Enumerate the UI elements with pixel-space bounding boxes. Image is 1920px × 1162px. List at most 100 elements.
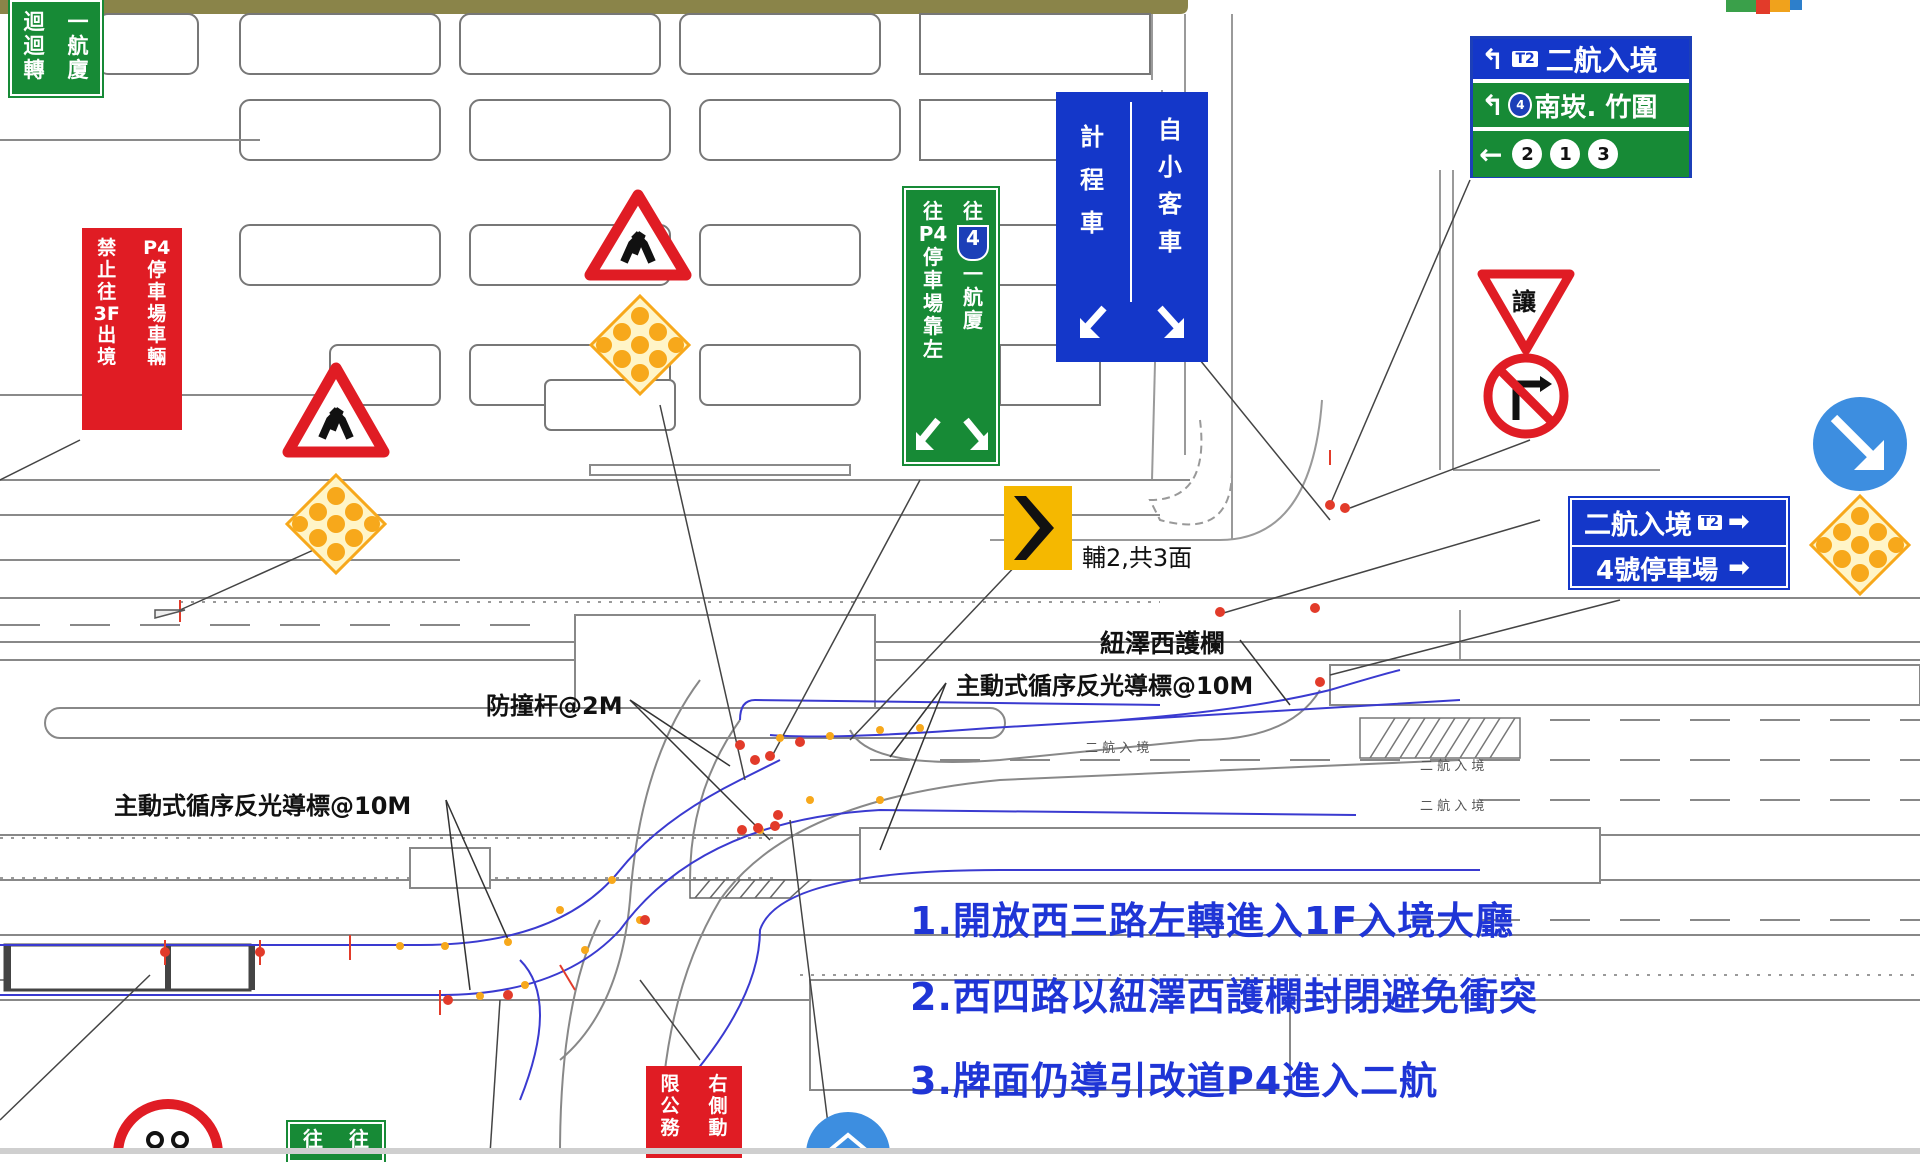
- note-2: 2.西四路以紐澤西護欄封閉避免衝突: [910, 975, 1538, 1019]
- route-badge-icon: 2: [1512, 139, 1543, 169]
- green-sign-char: 場: [923, 291, 943, 315]
- terminal-parking-sign: 二航入境 T2 ➡ 4號停車場 ➡: [1568, 496, 1790, 590]
- u-turn-char: 轉: [23, 58, 45, 83]
- parking-row-text: 4號停車場: [1596, 555, 1719, 586]
- svg-text:二 航 入 境: 二 航 入 境: [1085, 740, 1149, 756]
- u-turn-char: 航: [67, 34, 89, 59]
- red-bottom-char: 側: [708, 1094, 728, 1117]
- svg-text:二 航 入 境: 二 航 入 境: [1420, 798, 1484, 814]
- blue-lane-assignment-sign: 計 程 車 自 小 客 車: [1056, 92, 1208, 362]
- red-sign-bottom: 限 公 務 右 側 動: [646, 1066, 742, 1158]
- route-4-badge-number: 4: [1516, 98, 1525, 112]
- down-arrows-icon: [916, 417, 988, 450]
- lane-char: 自: [1158, 116, 1182, 144]
- red-sign-col-1: 禁 止 往 3F 出 境: [93, 237, 120, 430]
- route-4-shield-icon: 4: [957, 225, 989, 261]
- red-sign-char: 場: [147, 302, 167, 325]
- green-sign-char: P4: [918, 222, 948, 246]
- t2-badge: T2: [1698, 514, 1722, 530]
- red-sign-char: 出: [97, 324, 117, 347]
- red-bottom-char: 動: [708, 1116, 728, 1139]
- red-bottom-char: 務: [660, 1116, 680, 1139]
- t2-badge: T2: [1512, 51, 1538, 67]
- red-no-entry-sign: 禁 止 往 3F 出 境 P4 停 車 場 車 輛: [82, 228, 182, 430]
- lane-arrows-icon: [1080, 305, 1184, 338]
- left-arrow-icon: ←: [1479, 137, 1503, 171]
- green-sign-col-2: 往 4 一 航 廈: [957, 199, 989, 361]
- u-turn-char: 迴: [23, 34, 45, 59]
- red-bottom-col-1: 限 公 務: [660, 1073, 680, 1158]
- lane-char: 程: [1080, 166, 1104, 195]
- lane-char: 車: [1080, 209, 1104, 238]
- private-car-lane-label: 自 小 客 車: [1148, 112, 1192, 261]
- u-turn-char: 一: [67, 10, 89, 34]
- red-sign-char: P4: [143, 237, 171, 259]
- route-badge-number: 3: [1597, 143, 1610, 165]
- delineator-label-top: 主動式循序反光導標@10M: [956, 672, 1254, 700]
- lane-char: 客: [1158, 190, 1182, 219]
- guide-row-1-text: 二航入境: [1545, 44, 1658, 77]
- note-3: 3.牌面仍導引改道P4進入二航: [910, 1059, 1439, 1103]
- bottom-edge-bar: [0, 1148, 1920, 1154]
- red-sign-char: 境: [97, 346, 117, 369]
- red-sign-char: 3F: [93, 302, 120, 325]
- red-sign-char: 車: [147, 324, 167, 347]
- u-turn-col-2: 一 航 廈: [68, 10, 89, 94]
- logo-mark: [1726, 0, 1802, 14]
- green-bottom-char: 往: [349, 1127, 369, 1151]
- svg-text:二 航 入 境: 二 航 入 境: [1420, 758, 1484, 774]
- red-sign-char: 車: [147, 280, 167, 303]
- turn-left-arrow-icon: ↰: [1481, 42, 1505, 76]
- red-bottom-char: 右: [708, 1073, 728, 1095]
- bollard-label: 防撞杆@2M: [486, 692, 623, 720]
- green-sign-char: 航: [963, 285, 983, 309]
- u-turn-char: 迴: [23, 10, 45, 34]
- route-badge-number: 1: [1559, 143, 1572, 165]
- green-sign-bottom: 往 往: [286, 1120, 386, 1162]
- route-badge-number: 2: [1521, 143, 1534, 165]
- green-sign-char: 一: [963, 262, 983, 286]
- red-bottom-char: 限: [660, 1073, 680, 1095]
- red-sign-char: 往: [97, 280, 117, 303]
- green-sign-char: 廈: [963, 308, 983, 332]
- red-bottom-char: 公: [660, 1094, 680, 1117]
- green-sign-char: 往: [963, 199, 983, 223]
- guide-row-routes: ← 2 1 3: [1473, 131, 1689, 177]
- green-sign-u-turn: 迴 迴 轉 一 航 廈: [8, 0, 104, 98]
- chevron-count-label: 輔2,共3面: [1082, 544, 1193, 572]
- parking-row: 4號停車場 ➡: [1572, 548, 1786, 588]
- green-sign-char: 左: [923, 337, 943, 361]
- red-sign-char: 止: [97, 258, 117, 281]
- taxi-lane-label: 計 程 車: [1070, 116, 1114, 246]
- lane-char: 車: [1158, 227, 1182, 256]
- yield-sign-text: 讓: [1512, 288, 1536, 316]
- green-sign-char: 停: [923, 245, 943, 269]
- route-4-number: 4: [966, 226, 980, 250]
- u-turn-col-1: 迴 迴 轉: [24, 10, 45, 94]
- header-bar: [0, 0, 1188, 14]
- lane-char: 小: [1158, 153, 1182, 182]
- red-sign-char: 禁: [97, 237, 117, 259]
- route-badge-icon: 3: [1588, 139, 1619, 169]
- airport-guide-sign: ↰ T2 二航入境 ↰ 4 南崁. 竹圍 ← 2 1 3: [1470, 36, 1692, 178]
- green-sign-char: 車: [923, 268, 943, 292]
- red-sign-col-2: P4 停 車 場 車 輛: [143, 237, 171, 430]
- red-sign-char: 停: [147, 258, 167, 281]
- jersey-barrier-label: 紐澤西護欄: [1100, 629, 1226, 658]
- terminal-row-text: 二航入境: [1584, 509, 1692, 541]
- note-1: 1.開放西三路左轉進入1F入境大廳: [910, 899, 1515, 943]
- guide-row-2-text: 南崁. 竹圍: [1534, 92, 1658, 123]
- lane-char: 計: [1080, 123, 1104, 151]
- green-directional-sign: 往 P4 停 車 場 靠 左 往 4 一 航 廈: [902, 186, 1000, 466]
- guide-row-terminal2: ↰ T2 二航入境: [1473, 39, 1689, 79]
- route-badge-icon: 1: [1550, 139, 1581, 169]
- guide-row-nankan: ↰ 4 南崁. 竹圍: [1473, 83, 1689, 127]
- green-sign-char: 往: [923, 199, 943, 223]
- terminal-row: 二航入境 T2 ➡: [1572, 502, 1786, 542]
- red-sign-char: 輛: [147, 346, 167, 369]
- green-bottom-char: 往: [303, 1127, 323, 1151]
- right-arrow-icon: ➡: [1727, 507, 1750, 537]
- green-sign-col-1: 往 P4 停 車 場 靠 左: [918, 200, 948, 361]
